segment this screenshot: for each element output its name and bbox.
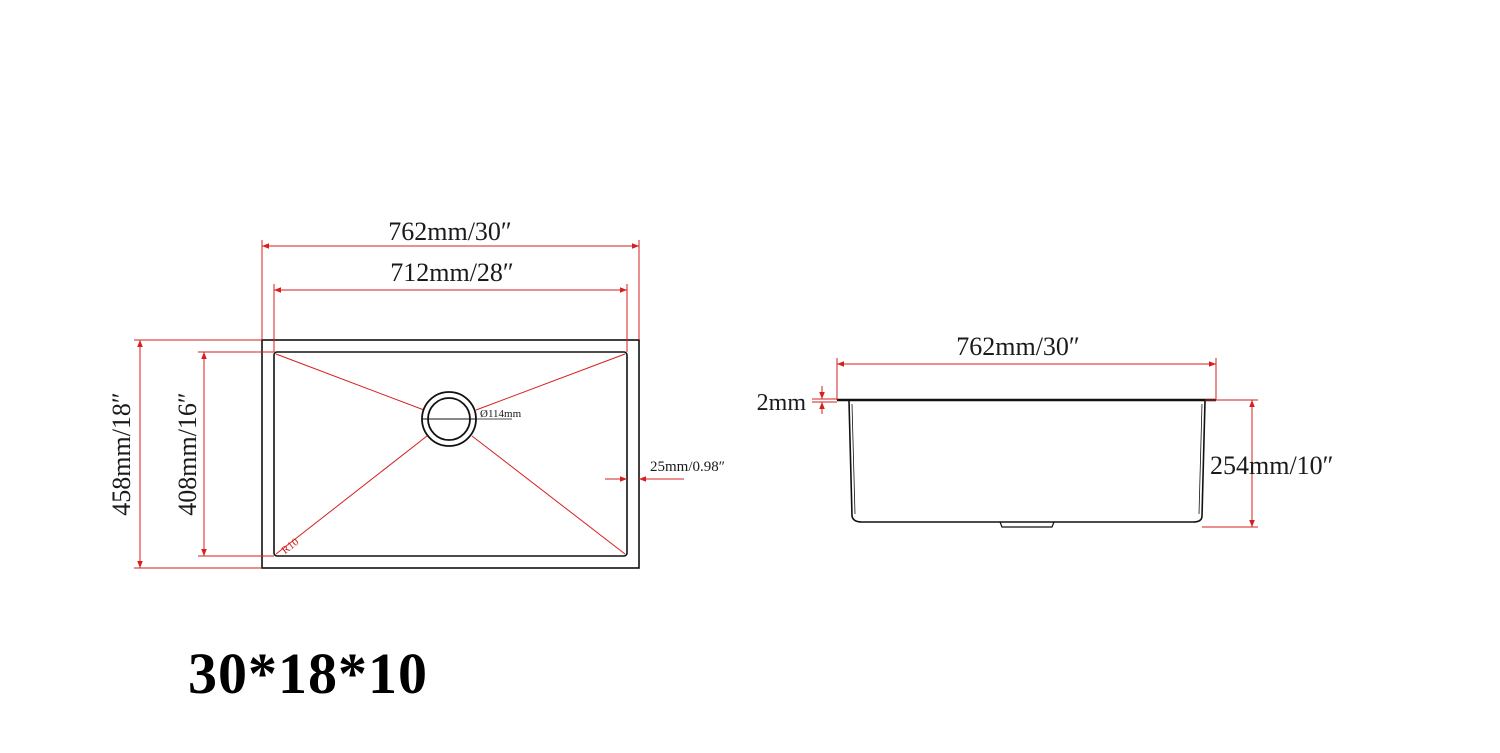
side-width-label: 762mm/30″ [956,332,1080,361]
overall-depth-label: 458mm/18″ [107,392,136,516]
drain-stub-icon [999,521,1055,528]
overall-width-dimension [261,240,640,340]
thickness-label: 2mm [757,390,807,416]
thickness-dimension [812,386,837,414]
inner-width-label: 712mm/28″ [390,258,514,287]
sink-bowl-inner-profile [851,403,1203,515]
inner-depth-label: 408mm/16″ [173,392,202,516]
corner-radius-label: R10 [279,536,301,557]
overall-width-label: 762mm/30″ [388,217,512,246]
bowl-depth-dimension [1202,399,1258,528]
inner-depth-dimension [198,351,274,557]
side-width-dimension [836,358,1217,400]
side-view: 762mm/30″ 2mm 254mm/10″ [757,332,1334,528]
bowl-depth-label: 254mm/10″ [1210,451,1334,480]
drain-icon [421,391,477,447]
inner-width-dimension [273,284,628,352]
overall-depth-dimension [134,339,262,569]
sink-inner-basin [273,351,628,557]
sink-outer-rim [261,339,640,569]
sink-bowl-profile [848,400,1206,523]
drain-diameter-label: Ø114mm [480,408,522,420]
model-size-title: 30*18*10 [188,641,428,706]
rim-width-label: 25mm/0.98″ [650,459,725,475]
top-view: Ø114mm R10 762mm/30″ 712mm/28″ 458mm/18″ [107,217,725,569]
basin-slope-lines [275,353,626,555]
